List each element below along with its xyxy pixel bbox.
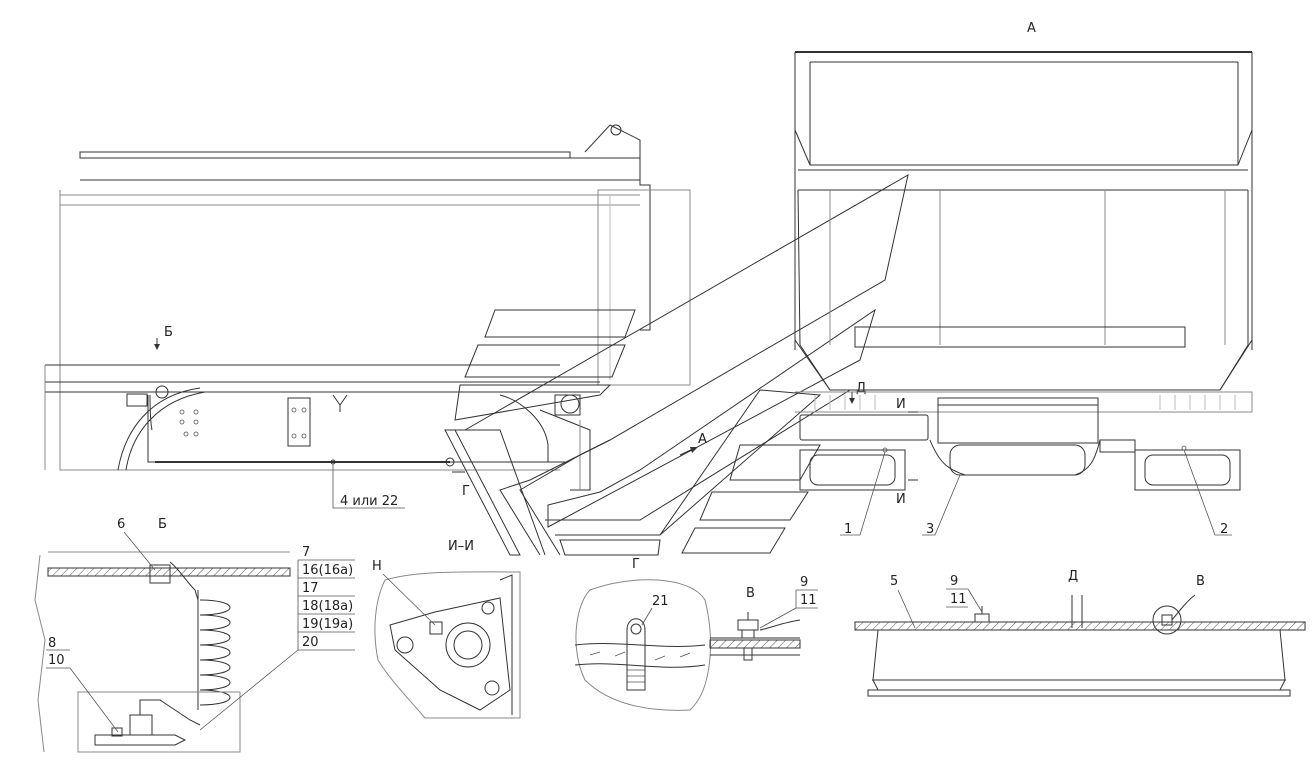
chevron-arrow-leaders: А Д	[444, 174, 909, 556]
callout-18: 18(18а)	[302, 599, 353, 614]
callout-9-detail-v: 9	[800, 575, 808, 590]
node-n-label: Н	[372, 559, 382, 574]
callout-5: 5	[890, 574, 898, 589]
section-i-bottom: И	[896, 492, 906, 507]
callout-2: 2	[1220, 522, 1228, 537]
callout-19: 19(19а)	[302, 617, 353, 632]
side-view-dump-body: Б 4 или 22 Г	[44, 124, 691, 509]
mounting-holes	[179, 409, 199, 437]
callout-21: 21	[652, 594, 669, 609]
coil-wire	[199, 599, 231, 706]
ribbing	[814, 395, 1236, 410]
callout-17: 17	[302, 581, 319, 596]
callout-10: 10	[48, 653, 65, 668]
view-b-label: Б	[164, 325, 173, 340]
view-d-arrow-label: Д	[856, 381, 866, 396]
detail-view-b: Б 6 8 10 7 16(16а) 17 18(18а) 19(19а) 20	[34, 517, 355, 753]
view-g-label: Г	[462, 484, 470, 499]
detail-d-title: Д	[1068, 569, 1078, 584]
view-a-arrow-label: А	[698, 432, 707, 447]
section-ii-title: И–И	[448, 539, 474, 554]
callout-11-detail-v: 11	[800, 593, 817, 608]
callout-7: 7	[302, 545, 310, 560]
callout-1: 1	[844, 522, 852, 537]
callout-20: 20	[302, 635, 319, 650]
callout-8: 8	[48, 636, 56, 651]
callout-wire-4-or-22: 4 или 22	[340, 494, 398, 509]
section-i-top: И	[896, 397, 906, 412]
detail-g: Г 21	[574, 557, 711, 711]
detail-b-title: Б	[158, 517, 167, 532]
detail-d-view-v-label: В	[1196, 574, 1205, 589]
section-ii: И–И Н	[372, 539, 521, 719]
detail-d: Д В 5 9 11	[854, 569, 1306, 697]
detail-g-title: Г	[632, 557, 640, 572]
view-a-title: А	[1027, 21, 1036, 36]
callout-11-detail-d: 11	[950, 592, 967, 607]
callout-6: 6	[117, 517, 125, 532]
detail-v-title: В	[746, 586, 755, 601]
detail-v: В 9 11	[709, 575, 818, 661]
callout-16: 16(16а)	[302, 563, 353, 578]
rear-view-a: А И И	[794, 21, 1253, 537]
callout-3: 3	[926, 522, 934, 537]
callout-9-detail-d: 9	[950, 574, 958, 589]
